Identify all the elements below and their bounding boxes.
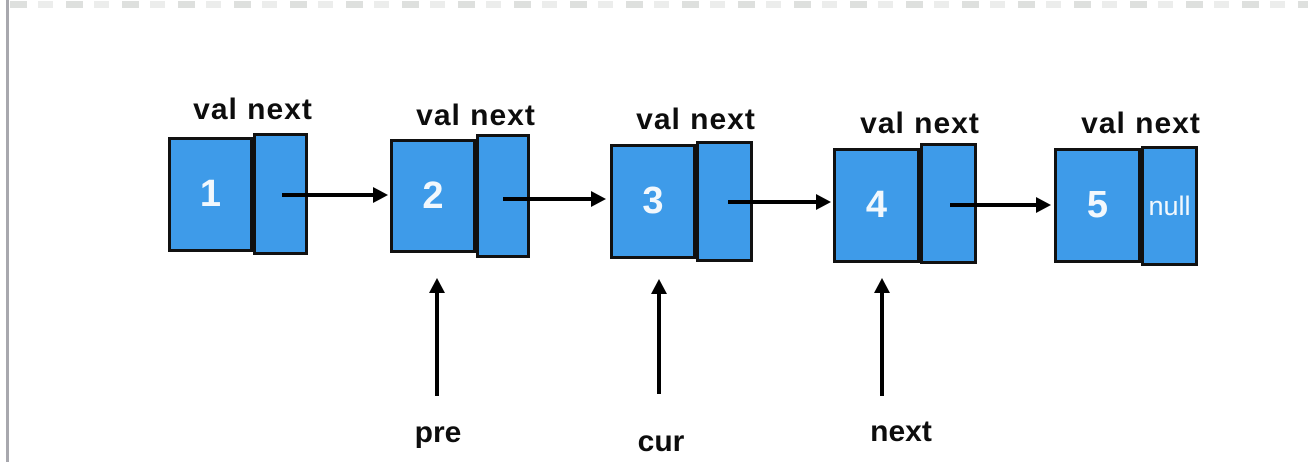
node-2-field-header: val next [416,99,536,132]
arrow-node2-to-node3-icon [503,191,606,207]
node-4-field-header: val next [860,107,980,140]
arrow-shaft [950,203,1038,207]
arrow-head-icon [651,279,667,294]
arrow-head-icon [874,278,890,293]
node-4-value: 4 [865,184,888,226]
pointer-label-next: next [870,415,932,448]
node-3-val-box: 3 [610,144,696,259]
node-5-null-text: null [1148,190,1191,221]
pointer-label-pre: pre [414,416,462,449]
left-border-line [6,0,9,462]
arrow-head-icon [816,194,831,210]
top-cropped-text-strip [10,1,1308,8]
node-3-value: 3 [642,180,664,222]
node-1-value: 1 [199,173,222,215]
pointer-arrow-next-icon [874,278,890,396]
arrow-shaft [435,290,439,396]
node-1-val-box: 1 [168,137,253,252]
arrow-head-icon [429,278,445,293]
arrow-node3-to-node4-icon [728,194,831,210]
node-4-val-box: 4 [833,148,920,263]
node-5-val-box: 5 [1054,148,1141,263]
pointer-label-cur: cur [637,425,685,458]
node-5-value: 5 [1086,184,1109,226]
arrow-shaft [657,291,661,394]
node-1-field-header: val next [193,93,313,126]
arrow-shaft [880,290,884,396]
pointer-arrow-cur-icon [651,279,667,394]
arrow-head-icon [591,191,606,207]
arrow-shaft [282,193,375,197]
arrow-head-icon [373,187,388,203]
arrow-head-icon [1036,197,1051,213]
node-2-value: 2 [422,174,444,217]
arrow-node1-to-node2-icon [282,187,388,203]
arrow-node4-to-node5-icon [950,197,1051,213]
node-5-next-box: null [1141,146,1198,266]
node-2-val-box: 2 [390,139,476,253]
node-5-field-header: val next [1081,107,1201,140]
node-3-field-header: val next [636,103,756,136]
node-2-next-box [476,134,530,258]
arrow-shaft [503,197,593,201]
pointer-arrow-pre-icon [429,278,445,396]
arrow-shaft [728,200,818,204]
